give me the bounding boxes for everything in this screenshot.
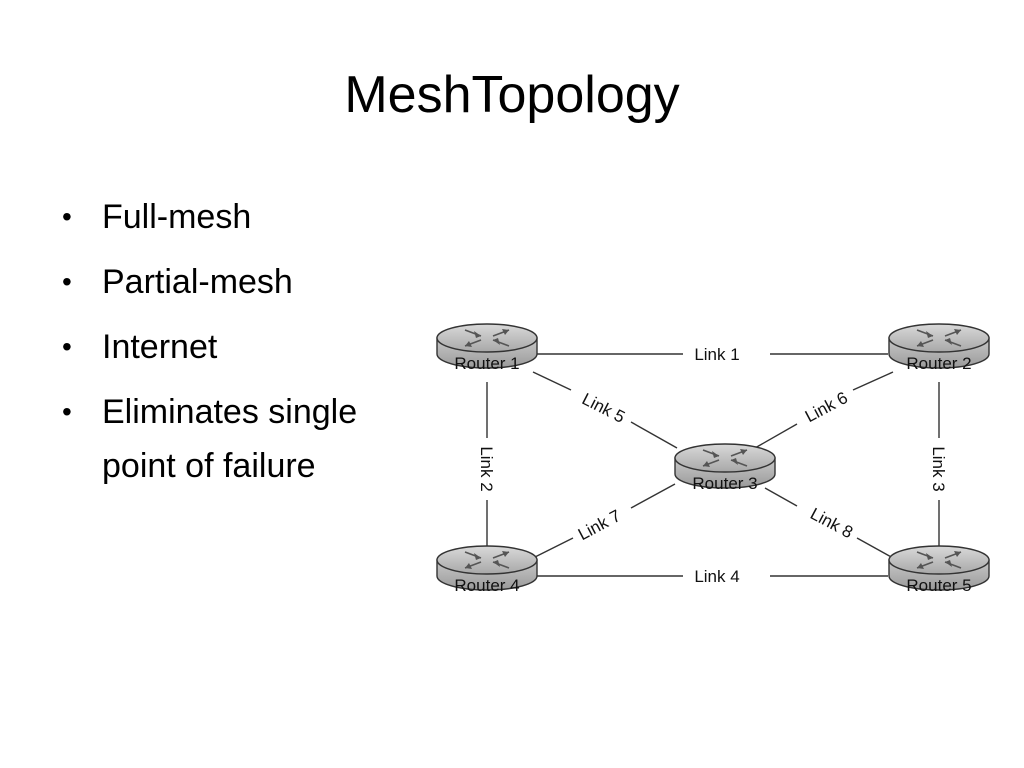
bullet-item: • Partial-mesh	[58, 255, 388, 309]
bullet-dot: •	[62, 201, 72, 232]
router-2: Router 2	[888, 323, 990, 373]
bullet-list: • Full-mesh • Partial-mesh • Internet • Elim…	[58, 190, 388, 504]
link-8-line	[856, 537, 894, 559]
bullet-dot: •	[62, 396, 72, 427]
bullet-item: • Full-mesh	[58, 190, 388, 244]
link-label: Link 1	[694, 345, 739, 364]
mesh-topology-diagram: Router 1 Router 2 Router 3 Router 4 Rout…	[436, 323, 990, 595]
link-label: Link 6	[802, 388, 851, 426]
router-label: Router 3	[692, 474, 757, 493]
router-4: Router 4	[436, 545, 538, 595]
router-label: Router 1	[454, 354, 519, 373]
link-5-line	[532, 371, 572, 391]
bullet-dot: •	[62, 331, 72, 362]
link-label: Link 7	[575, 506, 624, 544]
router-label: Router 4	[454, 576, 519, 595]
link-lines	[486, 353, 940, 577]
slide-title: MeshTopology	[344, 66, 680, 124]
link-7-line	[630, 483, 676, 509]
link-6-line	[852, 371, 894, 391]
router-label: Router 2	[906, 354, 971, 373]
bullet-text: Partial-mesh	[102, 263, 293, 301]
link-label: Link 2	[477, 446, 496, 491]
router-label: Router 5	[906, 576, 971, 595]
router-1: Router 1	[436, 323, 538, 373]
bullet-text: Eliminates single point of failure	[102, 393, 358, 485]
bullet-item: • Internet	[58, 320, 388, 374]
link-6-line	[754, 423, 798, 449]
link-label: Link 3	[929, 446, 948, 491]
link-5-line	[630, 421, 678, 449]
bullet-dot: •	[62, 266, 72, 297]
bullet-item: • Eliminates single point of failure	[58, 385, 388, 493]
link-7-line	[532, 537, 574, 559]
link-label: Link 4	[694, 567, 739, 586]
link-label: Link 8	[807, 504, 856, 542]
router-3: Router 3	[674, 443, 776, 493]
link-label: Link 5	[579, 389, 628, 427]
bullet-text: Full-mesh	[102, 198, 252, 236]
router-5: Router 5	[888, 545, 990, 595]
bullet-text: Internet	[102, 328, 218, 366]
link-8-line	[764, 487, 798, 507]
